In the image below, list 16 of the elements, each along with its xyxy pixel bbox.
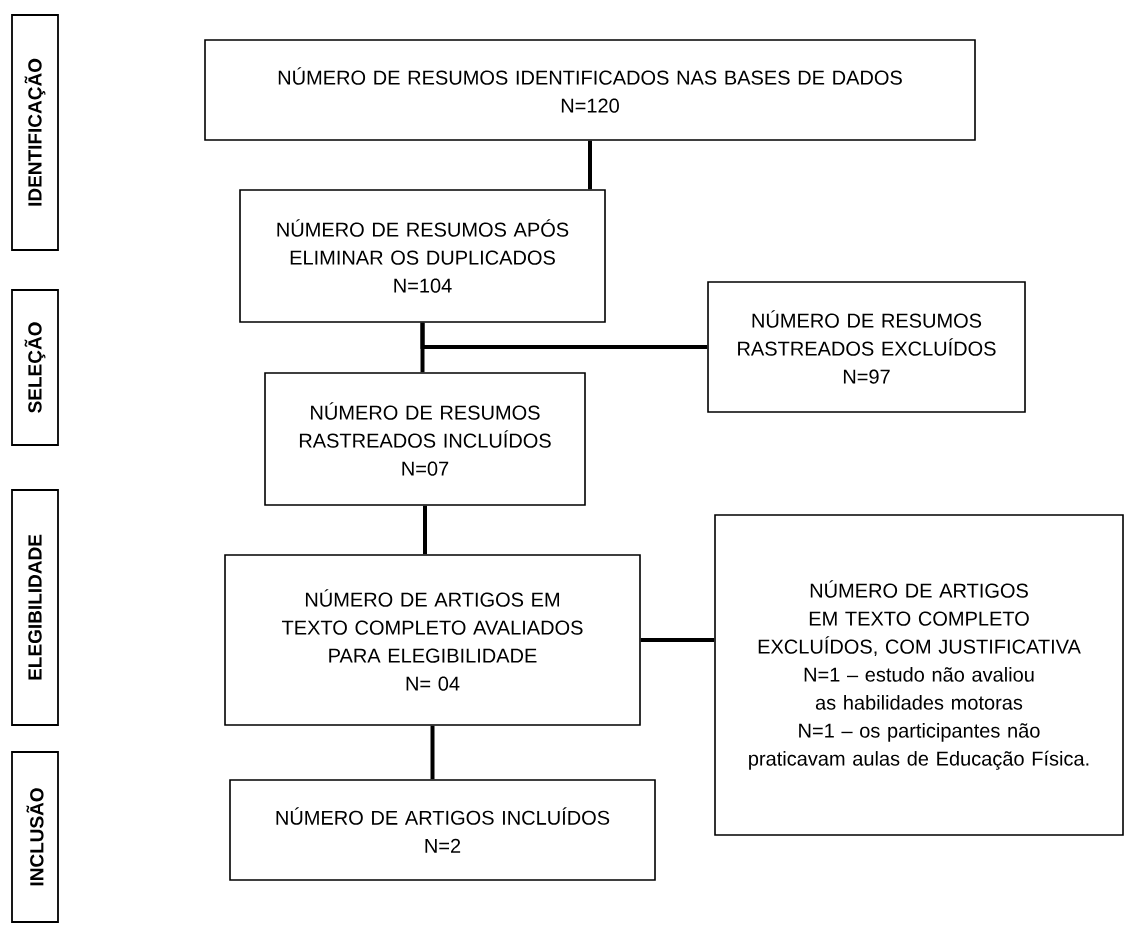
connector-line <box>640 638 715 642</box>
process-box: NÚMERO DE RESUMOS RASTREADOS EXCLUÍDOS N=97 <box>707 281 1026 413</box>
connector-line <box>423 505 427 555</box>
process-box: NÚMERO DE RESUMOS IDENTIFICADOS NAS BASES DE DADOS N=120 <box>204 39 976 141</box>
stage-label: SELEÇÃO <box>11 289 59 446</box>
connector-line <box>420 322 708 349</box>
process-box: NÚMERO DE ARTIGOS EM TEXTO COMPLETO AVALIADOS PARA ELEGIBILIDADE N= 04 <box>224 554 641 726</box>
process-box: NÚMERO DE ARTIGOS EM TEXTO COMPLETO EXCLUÍDOS, COM JUSTIFICATIVA N=1 – estudo não avaliou as habilidades motoras N=1 – os participantes não praticavam aulas de Educação Física. <box>714 514 1124 836</box>
stage-label: IDENTIFICAÇÃO <box>11 14 59 251</box>
process-box: NÚMERO DE ARTIGOS INCLUÍDOS N=2 <box>229 779 656 881</box>
process-box: NÚMERO DE RESUMOS RASTREADOS INCLUÍDOS N=07 <box>264 372 586 506</box>
stage-label: ELEGIBILIDADE <box>11 489 59 726</box>
connector-line <box>588 140 592 190</box>
stage-label: INCLUSÃO <box>11 751 59 923</box>
process-box: NÚMERO DE RESUMOS APÓS ELIMINAR OS DUPLICADOS N=104 <box>239 189 606 323</box>
connector-line <box>430 725 435 780</box>
